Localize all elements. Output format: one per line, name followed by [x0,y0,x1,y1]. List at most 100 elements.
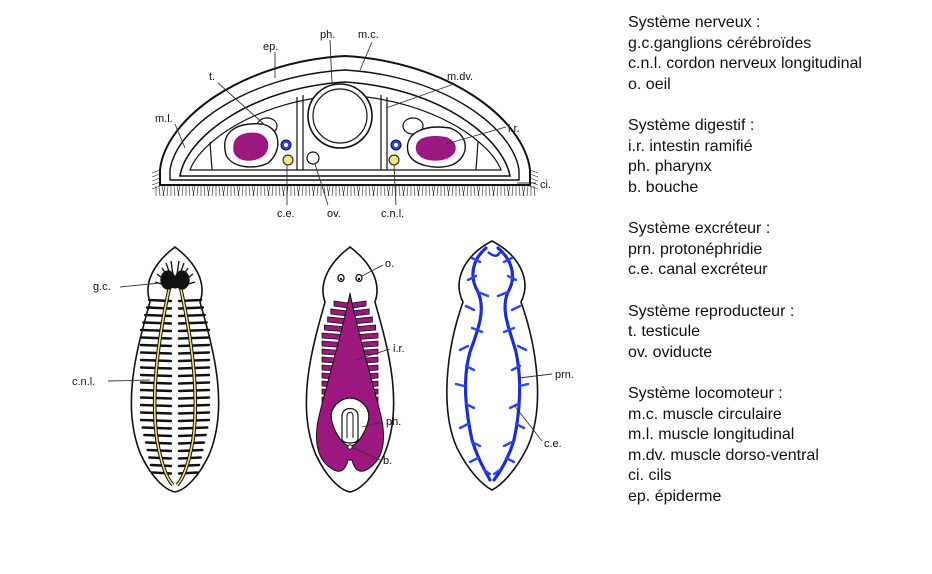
cilium [181,185,184,197]
label-ir-mid: i.r. [393,343,405,355]
cilium [357,185,361,197]
cilium [529,177,539,182]
cilium [432,185,436,197]
label-cnl-top: c.n.l. [381,208,404,220]
cilium [278,185,281,197]
protonephridium [464,304,476,312]
protonephridium [468,456,480,464]
protonephridium [466,274,478,282]
legend-section-title: Système locomoteur : [628,385,783,402]
cilium [503,185,506,197]
cilium [383,185,386,197]
cilium [296,185,300,197]
eye-left-pupil [339,277,343,281]
cilium [151,181,161,186]
cilium [462,185,466,197]
protonephridium [510,364,522,372]
protonephridium [470,326,484,334]
protonephridium [502,326,516,334]
cilium [496,185,499,197]
protonephridium [470,256,482,264]
label-o: o. [385,258,394,270]
intestine-right-lumen [415,136,456,161]
cilium [248,185,251,197]
legend-section: Système locomoteur :m.c. muscle circulai… [628,384,862,507]
protonephridium [506,274,518,282]
digestive-system-view [305,245,395,493]
cilia [151,169,539,197]
protonephridium [502,256,514,264]
cilium [177,185,181,197]
cilium [252,185,256,197]
legend-item: c.n.l. cordon nerveux longitudinal [628,55,862,72]
transverse-nerve [139,328,173,333]
cilium [488,185,491,197]
cilium [221,185,225,197]
cilium [376,185,379,197]
transverse-nerve [139,351,173,355]
nervous-system-view [130,245,220,493]
cilium [361,185,364,197]
cilium [188,185,191,197]
label-ce-top: c.e. [277,208,295,220]
legend-item: i.r. intestin ramifié [628,137,753,155]
protonephridium [464,402,476,410]
cilium [417,185,421,197]
cilium [301,185,304,197]
transverse-nerve [139,343,173,348]
pharynx-inner [346,411,354,438]
cilium [263,185,266,197]
excretory-anterior-loop [487,251,502,257]
cilium [312,185,316,197]
cilium [406,185,409,197]
protonephridium [458,422,470,430]
cilium [518,185,521,197]
nerve-cord-right-inner [176,284,197,486]
legend-section-title: Système digestif : [628,117,755,134]
protonephridium [470,440,482,448]
cilium [222,185,226,197]
cilium [241,185,244,197]
legend-item: ov. oviducte [628,343,713,361]
transverse-nerve [177,313,206,318]
cilium [451,185,454,197]
protonephridium [454,382,466,388]
transverse-nerve [142,321,173,325]
circular-muscle-layer [169,69,520,181]
cilium [151,173,161,178]
cilium [521,185,525,197]
cilium [162,185,166,197]
legend-item: t. testicule [628,323,701,340]
protonephridium [510,304,522,312]
legend-item: ci. cils [628,467,672,484]
cilium [431,185,435,197]
cerebral-ganglia [154,260,196,290]
cilium [522,185,526,197]
cilium [151,169,161,174]
protonephridium [464,364,476,372]
label-ep: ep. [263,41,278,53]
cilium [466,185,469,197]
legend-item: ep. épiderme [628,487,722,505]
label-ph-top: ph. [320,29,335,41]
cilium [436,185,439,197]
excretory-canal-left-lumen [284,143,288,147]
legend-section-title: Système excréteur : [628,220,771,237]
cilium [477,185,481,197]
pharynx-section-inner [312,88,368,144]
cross-section [151,54,539,197]
cilium [492,185,496,197]
legend-item: c.e. canal excréteur [628,261,768,278]
eye-right-pupil [357,277,361,281]
transverse-nerve [177,351,211,355]
pharynx [341,407,359,444]
cilium [387,185,391,197]
cilium [511,185,514,197]
cilium [401,185,405,197]
cilium [372,185,376,197]
transverse-nerve [177,328,211,333]
legend-section-title: Système nerveux : [628,14,761,31]
protonephridium [502,440,514,448]
cilium [446,185,450,197]
